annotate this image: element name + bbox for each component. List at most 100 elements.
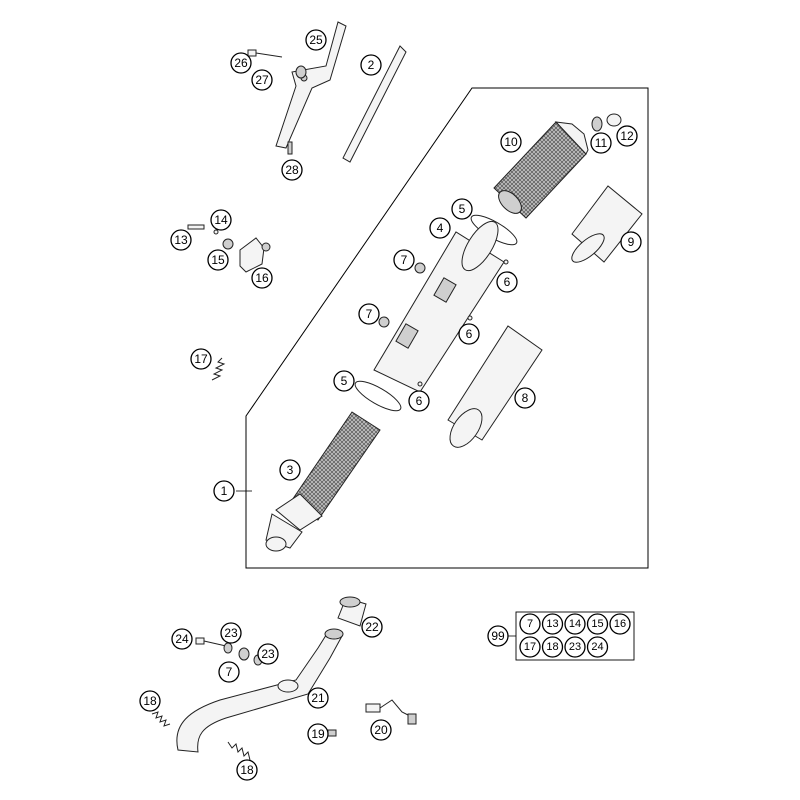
callout-10: 10 [500, 131, 522, 153]
callout-23-b: 23 [257, 643, 279, 665]
callout-15: 15 [207, 249, 229, 271]
svg-text:24: 24 [591, 641, 603, 653]
svg-text:22: 22 [365, 620, 379, 634]
svg-text:23: 23 [569, 641, 581, 653]
svg-text:1: 1 [221, 484, 228, 498]
part-5-ring-bottom [354, 380, 402, 412]
svg-text:21: 21 [311, 691, 325, 705]
svg-text:7: 7 [401, 253, 408, 267]
svg-text:26: 26 [234, 56, 248, 70]
callout-6-a: 6 [496, 271, 518, 293]
callout-7-b: 7 [358, 303, 380, 325]
svg-text:6: 6 [466, 327, 473, 341]
svg-text:16: 16 [614, 618, 626, 630]
svg-text:24: 24 [175, 632, 189, 646]
svg-text:10: 10 [504, 135, 518, 149]
svg-text:8: 8 [522, 391, 529, 405]
callout-26: 26 [230, 52, 252, 74]
svg-text:14: 14 [569, 618, 581, 630]
callout-12: 12 [616, 125, 638, 147]
callout-1: 1 [213, 480, 235, 502]
svg-text:13: 13 [174, 233, 188, 247]
svg-text:15: 15 [211, 253, 225, 267]
svg-text:5: 5 [459, 202, 466, 216]
callout-21: 21 [307, 687, 329, 709]
svg-text:3: 3 [287, 463, 294, 477]
svg-text:11: 11 [595, 136, 608, 150]
callout-11: 11 [590, 132, 612, 154]
svg-text:7: 7 [226, 665, 233, 679]
svg-text:27: 27 [255, 73, 269, 87]
silencer-assembly-outline [245, 87, 649, 569]
svg-text:25: 25 [309, 33, 323, 47]
callout-7-c: 7 [218, 661, 240, 683]
callout-14: 14 [210, 209, 232, 231]
svg-text:18: 18 [143, 694, 157, 708]
part-8-outer-sleeve [447, 325, 543, 448]
kit-99-items: 7 13 14 15 16 17 18 23 24 [519, 613, 631, 658]
callout-23-a: 23 [220, 622, 242, 644]
part-11-nut [591, 116, 603, 132]
svg-text:17: 17 [524, 641, 536, 653]
svg-text:7: 7 [527, 618, 533, 630]
callout-4: 4 [429, 217, 451, 239]
kit-99-item-24: 24 [586, 636, 609, 658]
callout-18-b: 18 [236, 759, 258, 781]
svg-text:14: 14 [214, 213, 228, 227]
svg-text:6: 6 [416, 394, 423, 408]
svg-text:28: 28 [285, 163, 299, 177]
kit-99-item-13: 13 [541, 613, 564, 635]
kit-99-item-16: 16 [609, 613, 631, 635]
part-12-plug [606, 113, 622, 127]
callout-25: 25 [305, 29, 327, 51]
callout-17: 17 [190, 348, 212, 370]
svg-text:23: 23 [224, 626, 238, 640]
svg-text:23: 23 [261, 647, 275, 661]
svg-text:13: 13 [546, 618, 558, 630]
callout-27: 27 [251, 69, 273, 91]
part-22-sleeve [337, 596, 367, 627]
callout-22: 22 [361, 616, 383, 638]
callout-8: 8 [514, 387, 536, 409]
svg-text:7: 7 [366, 307, 373, 321]
part-26-bolt [247, 49, 283, 58]
kit-99-item-18: 18 [541, 636, 564, 658]
parts-13-16-clamp [187, 224, 271, 273]
part-3-inner-tube [265, 411, 381, 552]
callout-2: 2 [360, 54, 382, 76]
part-2-strip [342, 45, 407, 163]
part-28-bolt [287, 141, 293, 155]
svg-text:6: 6 [504, 275, 511, 289]
svg-text:4: 4 [437, 221, 444, 235]
part-17-spring [211, 357, 226, 381]
kit-99-item-14: 14 [564, 613, 586, 635]
svg-text:18: 18 [240, 763, 254, 777]
svg-text:15: 15 [591, 618, 603, 630]
callout-16: 16 [251, 267, 273, 289]
callout-5-bottom: 5 [333, 370, 355, 392]
callout-20: 20 [370, 719, 392, 741]
svg-text:99: 99 [491, 629, 505, 643]
callout-18-a: 18 [139, 690, 161, 712]
callout-13: 13 [170, 229, 192, 251]
callout-6-b: 6 [458, 323, 480, 345]
part-7-grommet-c [238, 647, 250, 661]
callout-5-top: 5 [451, 198, 473, 220]
part-18-spring-a [151, 711, 171, 727]
callout-99: 99 [487, 625, 509, 647]
svg-text:5: 5 [341, 374, 348, 388]
kit-99-item-23: 23 [564, 636, 586, 658]
part-20-sensor [365, 699, 417, 725]
callout-3: 3 [279, 459, 301, 481]
part-18-spring-b [227, 741, 251, 761]
kit-99-item-15: 15 [586, 613, 609, 635]
kit-99-item-7: 7 [519, 613, 541, 635]
svg-text:19: 19 [311, 727, 325, 741]
part-10-endcap [493, 121, 589, 219]
callout-19: 19 [307, 723, 329, 745]
svg-text:18: 18 [546, 641, 558, 653]
svg-text:20: 20 [374, 723, 388, 737]
part-6-rivets [417, 259, 509, 387]
